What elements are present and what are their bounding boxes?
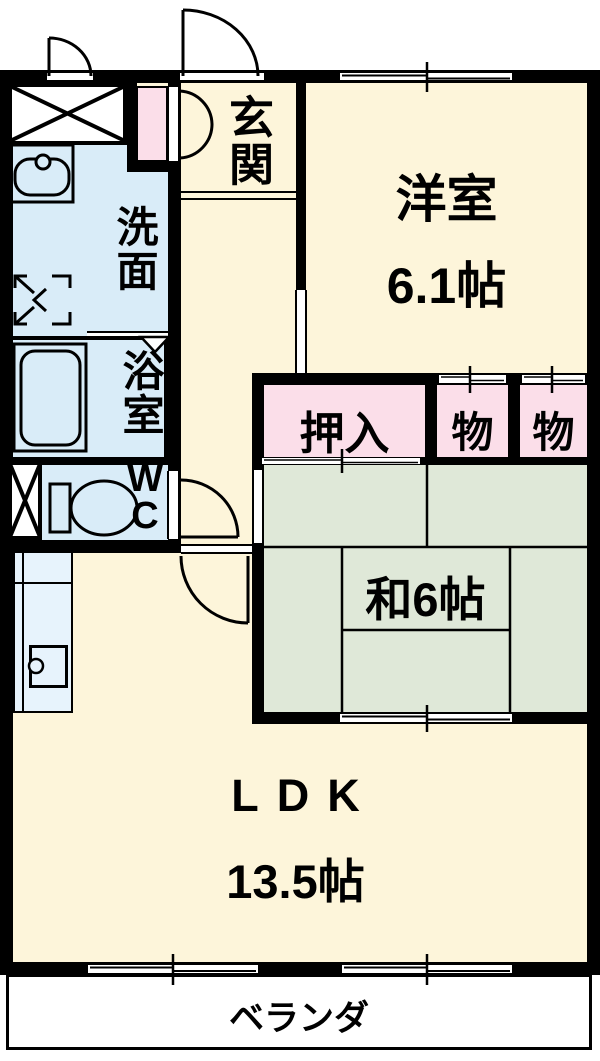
tatami-doorway [252,470,264,543]
storage-left-floor [437,385,508,457]
storage-right-door [522,375,585,383]
tatami-west-wall [252,373,264,724]
bathroom-doorway [87,331,168,338]
tatami-room-floor [264,465,587,712]
wc-north-wall [13,457,181,465]
genkan-yoshitsu-wall [296,83,306,290]
kitchen-sink [29,645,68,688]
closet-divider-left [425,373,437,457]
tatami-ldk-sliding-door [340,714,512,722]
yoshitsu-window [340,71,512,82]
entrance-door-arc [181,8,260,77]
closet-south-line [252,457,588,465]
outer-wall-right [587,70,600,975]
oshiire-closet-floor [264,385,425,457]
outer-wall-left [0,70,13,975]
storage-left-door [439,375,506,383]
entrance-door-sill [180,71,264,82]
ldk-window-right [342,963,512,975]
kitchen-counter-divider [15,582,71,584]
veranda-floor [6,974,592,1050]
shoe-cabinet-doorway [167,87,180,161]
oshiire-label: 押入 [299,408,390,459]
genkan-label: 玄関 [222,94,273,188]
cabinet-south-wall [127,162,181,172]
closet-divider-right [508,373,520,457]
kitchen-counter [13,551,73,713]
yoshitsu-doorway [295,290,307,373]
toilet-label: WC [127,458,163,537]
shoe-cabinet [136,86,168,162]
hall-west-wall [168,83,181,553]
yoshitsu-label: 洋室 [395,171,498,228]
kitchen-counter-stripe [22,553,24,711]
storage-xbox-top [8,83,127,145]
ldk-window-left [88,963,258,975]
genkan-step-line [181,191,296,200]
storage-door-sill [47,71,93,82]
washroom-label: 洗面 [111,205,158,293]
ldk-label: LDK [231,770,378,821]
tatami-room-label: 和6帖 [365,573,486,626]
bathroom-label: 浴室 [117,349,164,437]
wc-south-wall [0,540,181,553]
storage-right-label: 物 [532,409,575,456]
pipe-space-xbox [8,461,42,540]
toilet-doorway [167,471,180,539]
storage-right-floor [520,385,587,457]
xbox-east-wall [127,83,137,172]
ldk-door-sill [181,544,252,554]
storage-left-label: 物 [451,409,494,456]
veranda-label: ベランダ [228,999,369,1038]
yoshitsu-size: 6.1帖 [386,258,507,314]
ldk-size: 13.5帖 [226,855,365,908]
